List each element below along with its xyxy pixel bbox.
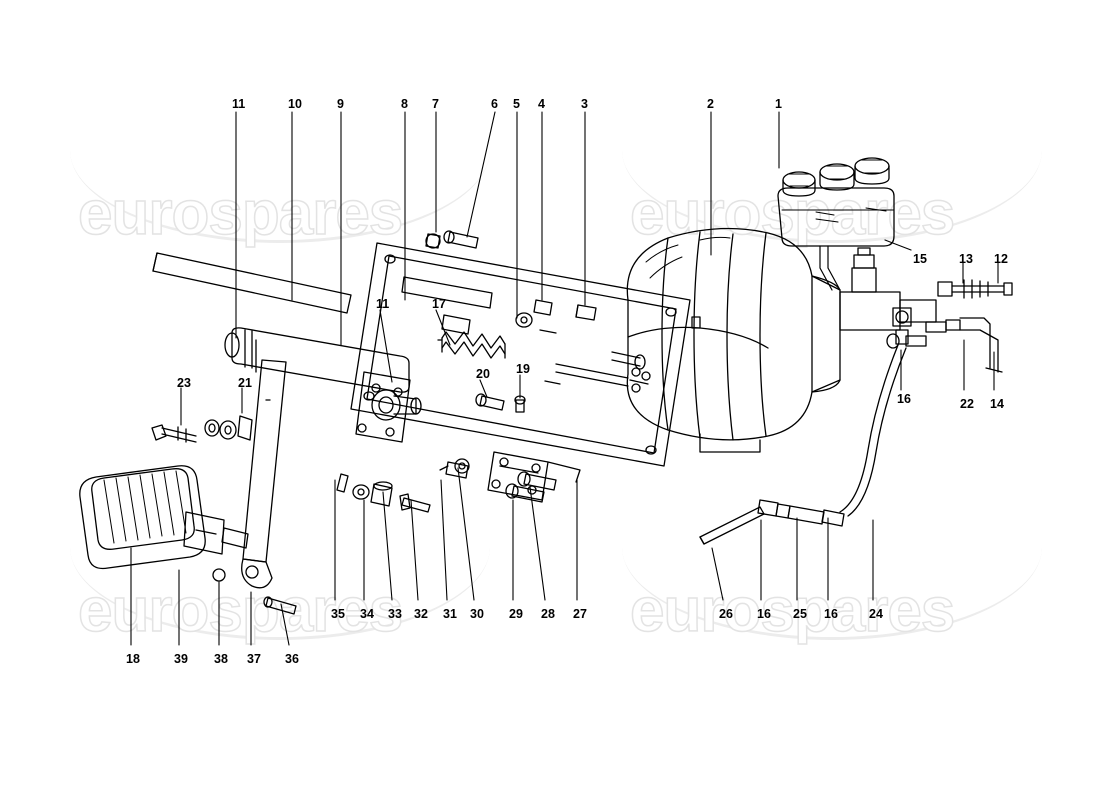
callout-37: 37 [247,652,261,666]
callout-22: 22 [960,397,974,411]
callout-6: 6 [491,97,498,111]
watermark-swoosh [70,547,490,640]
callout-32: 32 [414,607,428,621]
callout-13: 13 [959,252,973,266]
callout-10: 10 [288,97,302,111]
callout-14: 14 [990,397,1004,411]
callout-25: 25 [793,607,807,621]
callout-28: 28 [541,607,555,621]
callout-1: 1 [775,97,782,111]
callout-34: 34 [360,607,374,621]
watermark-text: eurospares [77,575,404,646]
watermark-swoosh [70,150,490,243]
callout-35: 35 [331,607,345,621]
callout-19: 19 [516,362,530,376]
callout-29: 29 [509,607,523,621]
callout-18: 18 [126,652,140,666]
callout-36: 36 [285,652,299,666]
callout-16c: 16 [824,607,838,621]
watermark-swoosh [622,547,1042,640]
callout-21: 21 [238,376,252,390]
callout-39: 39 [174,652,188,666]
callout-3: 3 [581,97,588,111]
callout-26: 26 [719,607,733,621]
watermark-text: eurospares [77,178,404,249]
watermark-text: eurospares [629,178,956,249]
callout-20: 20 [476,367,490,381]
watermark-text: eurospares [629,575,956,646]
callout-30: 30 [470,607,484,621]
callout-31: 31 [443,607,457,621]
callout-16b: 16 [757,607,771,621]
callout-2: 2 [707,97,714,111]
callout-12: 12 [994,252,1008,266]
callout-9: 9 [337,97,344,111]
callout-38: 38 [214,652,228,666]
callout-23: 23 [177,376,191,390]
callout-11: 11 [232,97,246,111]
callout-27: 27 [573,607,587,621]
callout-17: 17 [432,297,446,311]
callout-33: 33 [388,607,402,621]
callout-16a: 16 [897,392,911,406]
callout-4: 4 [538,97,545,111]
callout-11b: 11 [376,297,390,311]
callout-24: 24 [869,607,883,621]
watermark-swoosh [622,150,1042,243]
callout-7: 7 [432,97,439,111]
callout-8: 8 [401,97,408,111]
callout-5: 5 [513,97,520,111]
callout-15: 15 [913,252,927,266]
